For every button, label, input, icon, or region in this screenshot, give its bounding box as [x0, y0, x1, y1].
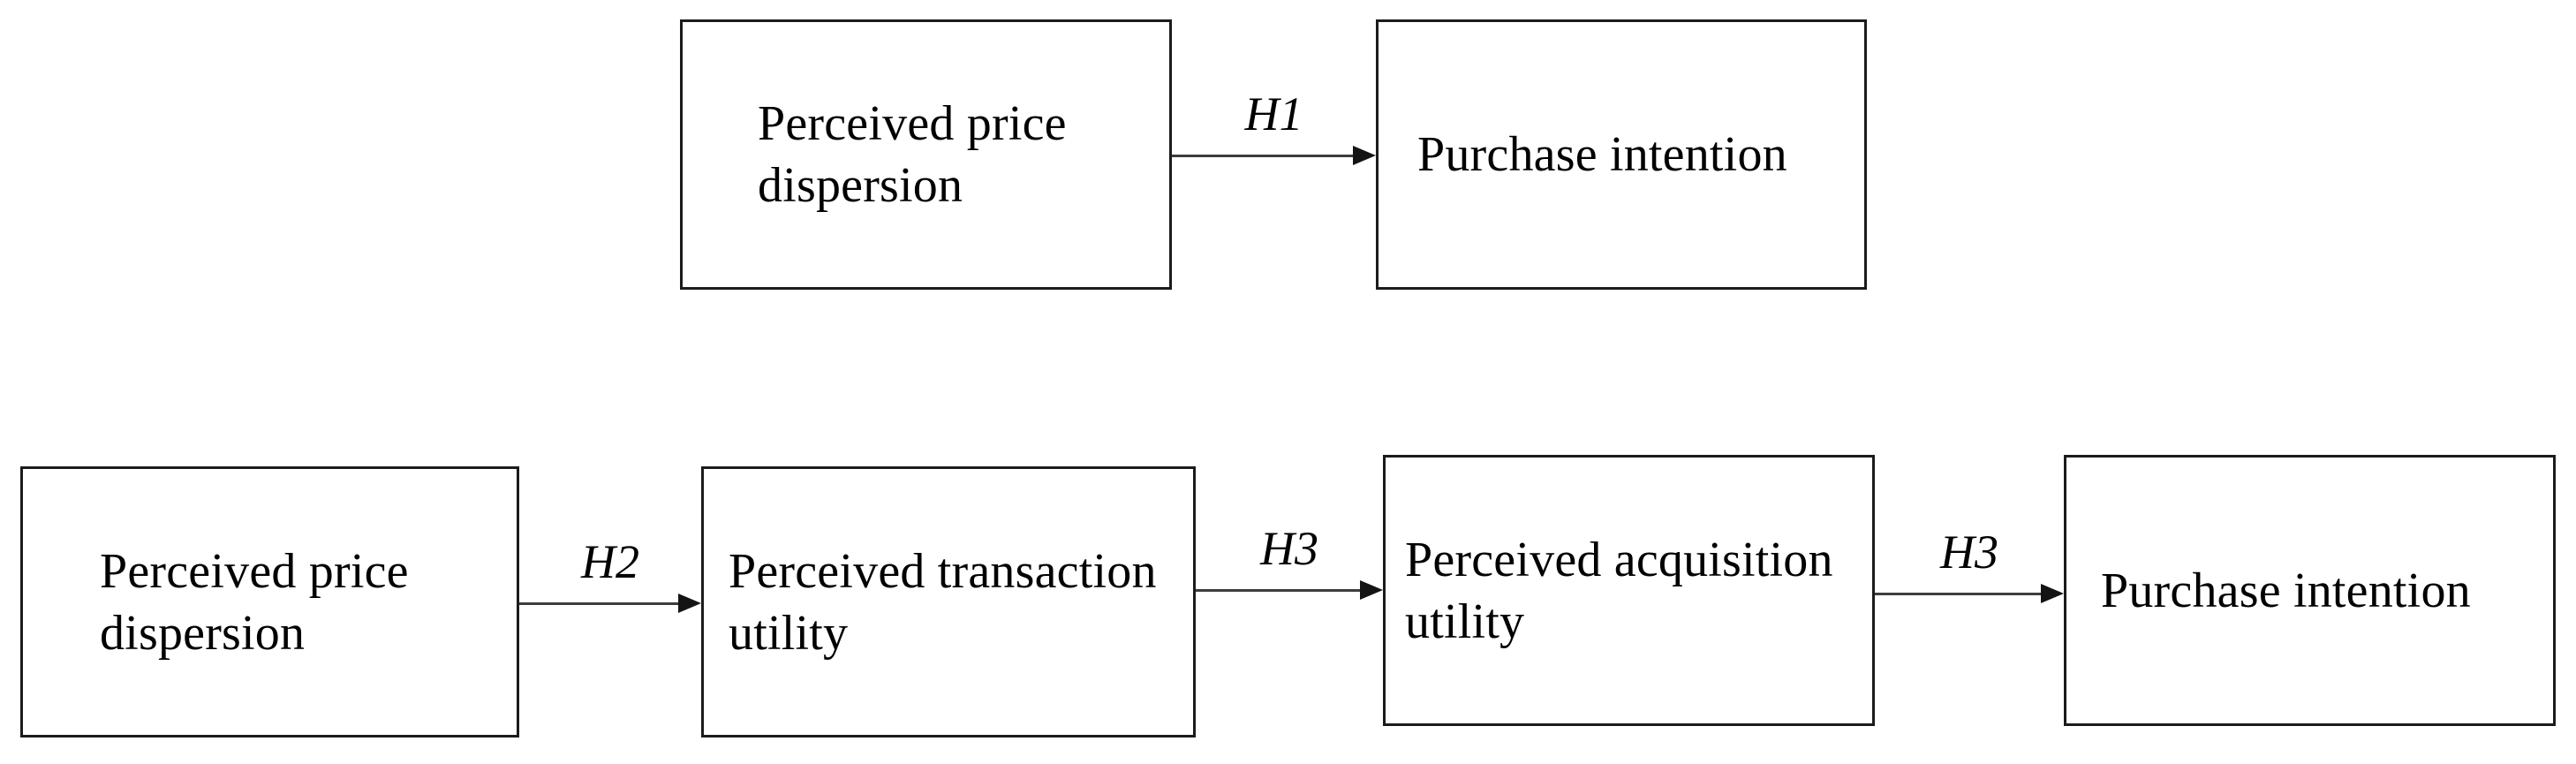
arrow-h3-first-line — [1196, 588, 1367, 592]
box-label-perceived-transaction-utility: Perceived transaction utility — [729, 543, 1157, 661]
arrow-h2-line — [519, 601, 685, 605]
box-perceived-price-dispersion-bottom: Perceived price dispersion — [20, 466, 519, 738]
box-perceived-transaction-utility: Perceived transaction utility — [701, 466, 1196, 738]
arrow-h2-label: H2 — [581, 535, 639, 588]
arrow-right-icon — [2041, 584, 2064, 603]
arrow-right-icon — [1360, 580, 1383, 600]
box-purchase-intention-top: Purchase intention — [1376, 19, 1867, 290]
box-perceived-price-dispersion-top: Perceived price dispersion — [680, 19, 1172, 290]
arrow-h1-label: H1 — [1244, 87, 1303, 140]
arrow-h3-first-label: H3 — [1260, 522, 1318, 575]
box-purchase-intention-bottom: Purchase intention — [2064, 455, 2556, 726]
box-label-perceived-price-dispersion-top: Perceived price dispersion — [758, 96, 1067, 213]
arrow-h3-second-label: H3 — [1940, 526, 1998, 579]
arrow-h3-second-line — [1875, 592, 2048, 595]
box-label-perceived-acquisition-utility: Perceived acquisition utility — [1405, 532, 1833, 649]
box-label-purchase-intention-top: Purchase intention — [1417, 127, 1787, 182]
box-perceived-acquisition-utility: Perceived acquisition utility — [1383, 455, 1875, 726]
arrow-h1-line — [1172, 154, 1360, 157]
arrow-right-icon — [678, 594, 701, 613]
box-label-perceived-price-dispersion-bottom: Perceived price dispersion — [100, 543, 409, 661]
box-label-purchase-intention-bottom: Purchase intention — [2101, 563, 2471, 618]
arrow-right-icon — [1353, 146, 1376, 165]
